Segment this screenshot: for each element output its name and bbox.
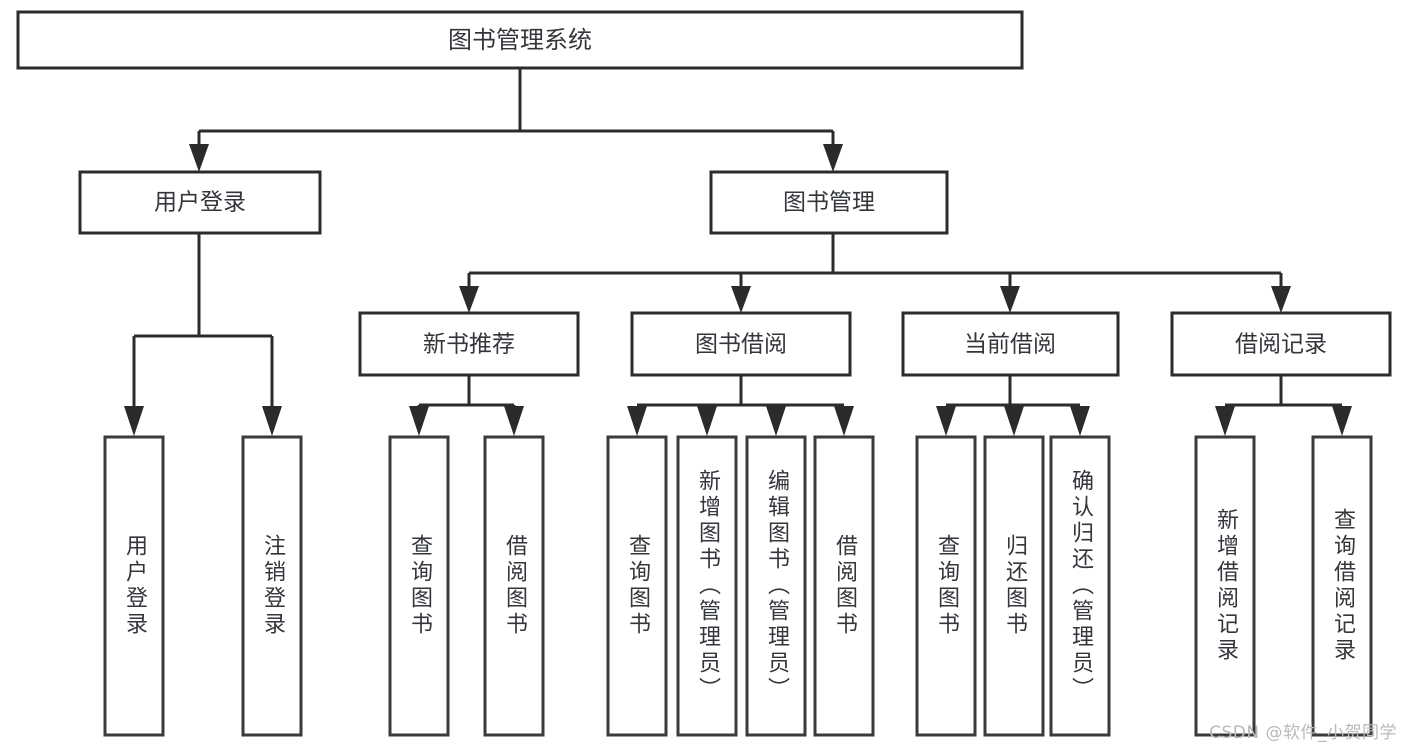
node-root-box[interactable] bbox=[16, 10, 1024, 70]
connectors bbox=[124, 68, 1352, 436]
arrow-head-borrow-record bbox=[1271, 286, 1291, 313]
arrow-head-current-borrow bbox=[1000, 286, 1020, 313]
node-book-manage-label: 图书管理 bbox=[783, 190, 875, 216]
arrow-head-leaf-book-borrow-1 bbox=[697, 406, 717, 436]
node-new-book-recommend-box[interactable] bbox=[358, 311, 580, 377]
arrow-head-leaf-new-book-0 bbox=[409, 406, 429, 436]
leaf-box-book-borrow-0[interactable] bbox=[606, 435, 668, 737]
leaf-box-book-borrow-1[interactable] bbox=[676, 435, 738, 737]
arrow-head-book-manage bbox=[823, 144, 843, 172]
node-book-manage-box[interactable] bbox=[709, 170, 949, 235]
leaf-box-current-borrow-0[interactable] bbox=[915, 435, 977, 737]
arrow-head-leaf-current-borrow-2 bbox=[1070, 406, 1090, 436]
arrow-head-new-book bbox=[459, 286, 479, 313]
leaf-box-borrow-record-0[interactable] bbox=[1194, 435, 1256, 737]
leaf-box-book-borrow-3[interactable] bbox=[813, 435, 875, 737]
leaf-box-current-borrow-2[interactable] bbox=[1049, 435, 1111, 737]
node-book-borrow-box[interactable] bbox=[630, 311, 852, 377]
node-current-borrow[interactable]: 当前借阅 bbox=[901, 311, 1120, 377]
arrow-head-leaf-book-borrow-3 bbox=[834, 406, 854, 436]
node-new-book-recommend[interactable]: 新书推荐 bbox=[358, 311, 580, 377]
leaf-box-book-borrow-2[interactable] bbox=[745, 435, 807, 737]
leaf-boxes bbox=[103, 435, 1373, 737]
node-user-login-label: 用户登录 bbox=[154, 190, 246, 216]
node-current-borrow-box[interactable] bbox=[901, 311, 1120, 377]
arrow-head-leaf-current-borrow-1 bbox=[1004, 406, 1024, 436]
arrow-head-leaf-current-borrow-0 bbox=[936, 406, 956, 436]
node-root[interactable]: 图书管理系统 bbox=[16, 10, 1024, 70]
node-borrow-record[interactable]: 借阅记录 bbox=[1170, 311, 1392, 377]
leaf-box-borrow-record-1[interactable] bbox=[1311, 435, 1373, 737]
node-user-login-box[interactable] bbox=[78, 170, 322, 235]
arrow-head-book-borrow bbox=[731, 286, 751, 313]
node-book-manage[interactable]: 图书管理 bbox=[709, 170, 949, 235]
leaf-box-new-book-1[interactable] bbox=[483, 435, 545, 737]
arrow-head-leaf-borrow-record-0 bbox=[1215, 406, 1235, 436]
node-user-login[interactable]: 用户登录 bbox=[78, 170, 322, 235]
leaf-box-new-book-0[interactable] bbox=[388, 435, 450, 737]
leaf-box-user-login-0[interactable] bbox=[103, 435, 165, 737]
arrow-head-leaf-borrow-record-1 bbox=[1332, 406, 1352, 436]
arrow-head-leaf-user-login-1 bbox=[262, 406, 282, 436]
node-borrow-record-label: 借阅记录 bbox=[1235, 332, 1327, 358]
leaf-box-current-borrow-1[interactable] bbox=[983, 435, 1045, 737]
arrow-head-leaf-book-borrow-2 bbox=[766, 406, 786, 436]
node-book-borrow-label: 图书借阅 bbox=[695, 332, 787, 358]
arrow-head-leaf-user-login-0 bbox=[124, 406, 144, 436]
node-new-book-recommend-label: 新书推荐 bbox=[423, 332, 515, 358]
csdn-watermark: CSDN @软件_小贺同学 bbox=[1209, 723, 1397, 743]
node-current-borrow-label: 当前借阅 bbox=[964, 332, 1056, 358]
arrow-head-leaf-book-borrow-0 bbox=[627, 406, 647, 436]
node-root-label: 图书管理系统 bbox=[448, 26, 592, 54]
leaf-box-user-login-1[interactable] bbox=[241, 435, 303, 737]
node-borrow-record-box[interactable] bbox=[1170, 311, 1392, 377]
arrow-head-leaf-new-book-1 bbox=[504, 406, 524, 436]
node-book-borrow[interactable]: 图书借阅 bbox=[630, 311, 852, 377]
arrow-head-user-login bbox=[189, 144, 209, 172]
